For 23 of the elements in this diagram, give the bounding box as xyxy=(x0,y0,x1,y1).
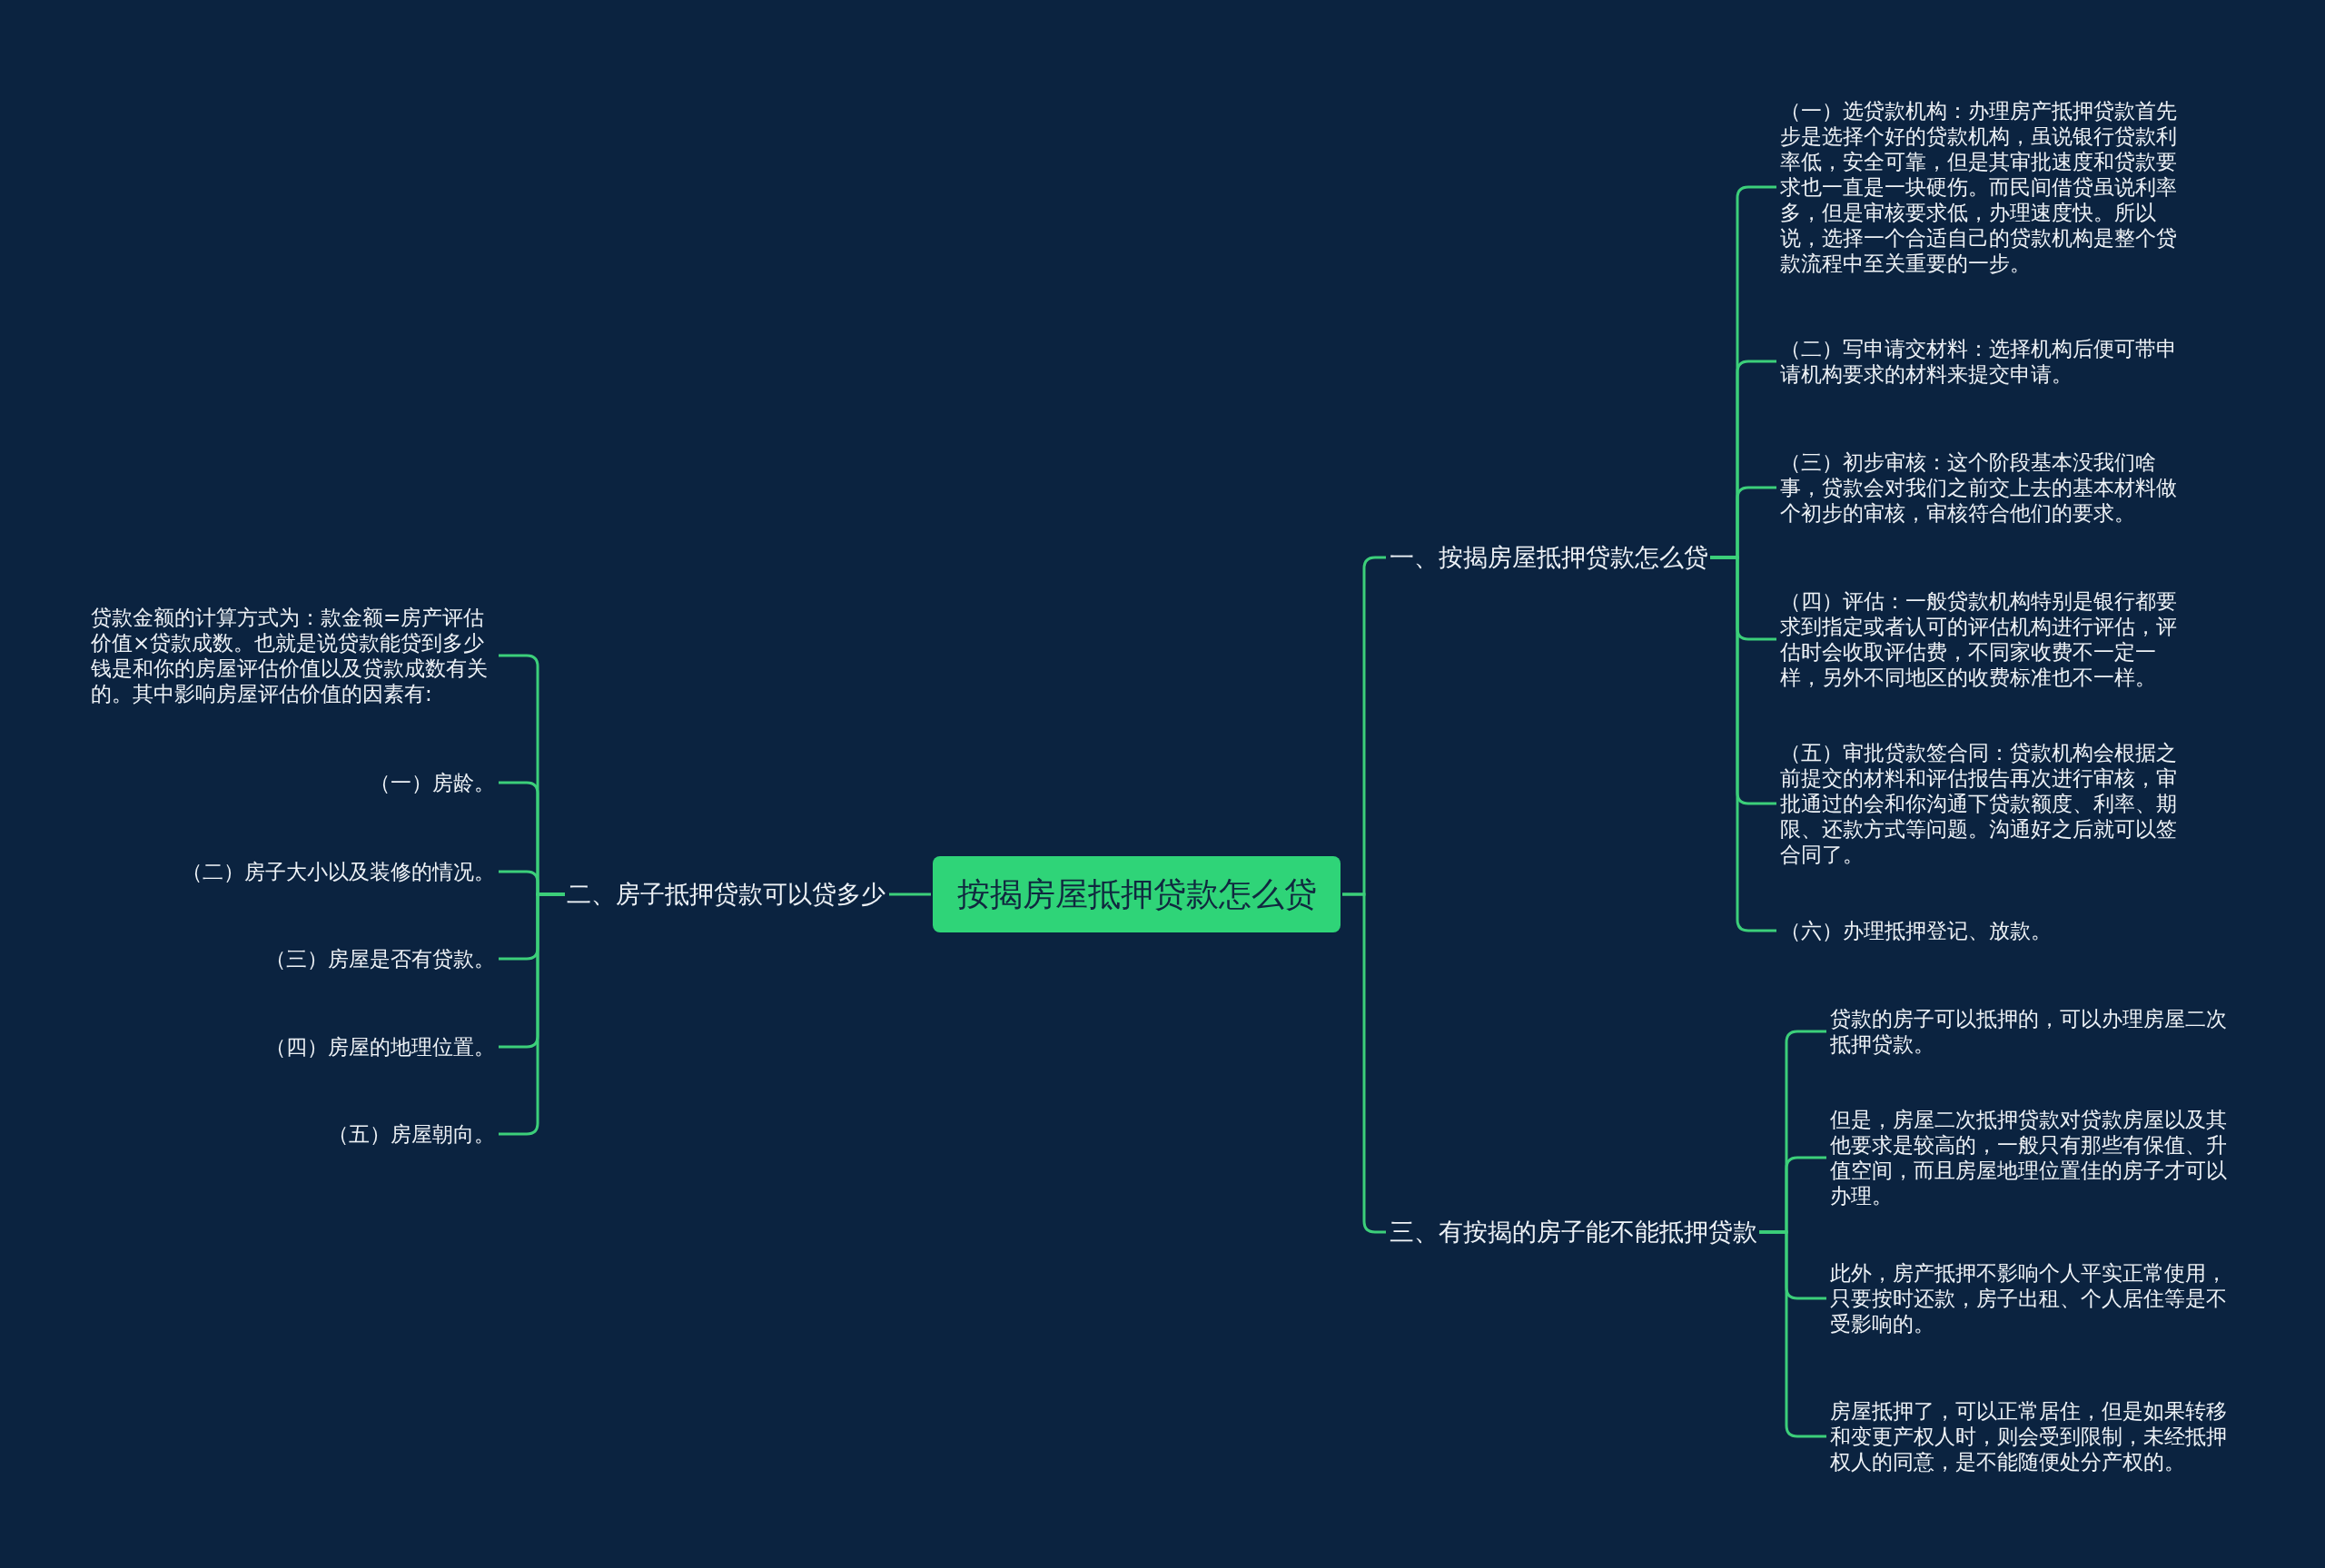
leaf-topic: （三）初步审核：这个阶段基本没我们啥事，贷款会对我们之前交上去的基本材料做个初步的审核，审核符合他们的要求。 xyxy=(1780,449,2184,526)
leaf-topic: 贷款金额的计算方式为：款金额=房产评估价值×贷款成数。也就是说贷款能贷到多少钱是和你的房屋评估价值以及贷款成数有关的。其中影响房屋评估价值的因素有: xyxy=(91,605,495,706)
branch-topic: 三、有按揭的房子能不能抵押贷款 xyxy=(1390,1217,1757,1247)
connector-line xyxy=(1759,1230,1826,1438)
connector-line xyxy=(889,892,931,896)
leaf-topic: 贷款的房子可以抵押的，可以办理房屋二次抵押贷款。 xyxy=(1830,1006,2239,1057)
leaf-topic: （四）评估：一般贷款机构特别是银行都要求到指定或者认可的评估机构进行评估，评估时会收取评估费，不同家收费不一定一样，另外不同地区的收费标准也不一样。 xyxy=(1780,588,2184,690)
leaf-topic: 但是，房屋二次抵押贷款对贷款房屋以及其他要求是较高的，一般只有那些有保值、升值空间，而且房屋地理位置佳的房子才可以办理。 xyxy=(1830,1107,2239,1208)
leaf-topic: （五）房屋朝向。 xyxy=(91,1121,495,1147)
connector-line xyxy=(1710,556,1776,932)
leaf-topic: （二）房子大小以及装修的情况。 xyxy=(91,859,495,884)
branch-topic: 一、按揭房屋抵押贷款怎么贷 xyxy=(1390,542,1708,573)
leaf-topic: （四）房屋的地理位置。 xyxy=(91,1034,495,1060)
topic-box: 按揭房屋抵押贷款怎么贷 xyxy=(933,856,1341,932)
leaf-topic: 房屋抵押了，可以正常居住，但是如果转移和变更产权人时，则会受到限制，未经抵押权人的同意，是不能随便处分产权的。 xyxy=(1830,1398,2239,1474)
leaf-topic: （一）房龄。 xyxy=(91,770,495,795)
leaf-topic: （六）办理抵押登记、放款。 xyxy=(1780,918,2184,943)
leaf-topic: （三）房屋是否有贷款。 xyxy=(91,946,495,971)
branch-topic: 二、房子抵押贷款可以贷多少 xyxy=(567,879,885,910)
leaf-topic: （一）选贷款机构：办理房产抵押贷款首先步是选择个好的贷款机构，虽说银行贷款利率低，安全可靠，但是其审批速度和贷款要求也一直是一块硬伤。而民间借贷虽说利率多，但是审核要求低，办理速度快。所以说，选择一个合适自己的贷款机构是整个贷款流程中至关重要的一步。 xyxy=(1780,98,2184,276)
leaf-topic: （五）审批贷款签合同：贷款机构会根据之前提交的材料和评估报告再次进行审核，审批通过的会和你沟通下贷款额度、利率、期限、还款方式等问题。沟通好之后就可以签合同了。 xyxy=(1780,740,2184,867)
leaf-topic: （二）写申请交材料：选择机构后便可带申请机构要求的材料来提交申请。 xyxy=(1780,336,2184,387)
leaf-topic: 此外，房产抵押不影响个人平实正常使用，只要按时还款，房子出租、个人居住等是不受影响的。 xyxy=(1830,1260,2239,1336)
